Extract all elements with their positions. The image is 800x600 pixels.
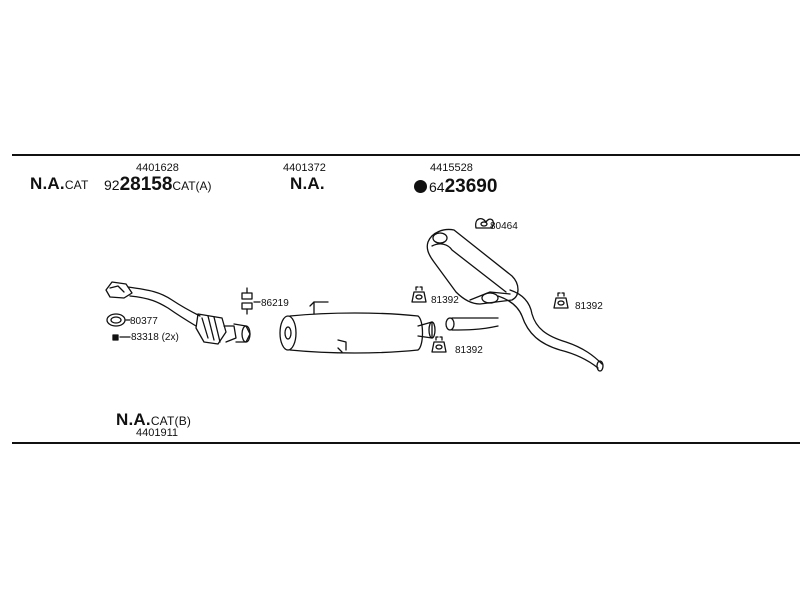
nut-icon — [112, 334, 131, 341]
label-na-cat: N.A.CAT — [30, 175, 89, 192]
clamp-icon — [241, 287, 261, 315]
callout-80377: 80377 — [130, 316, 158, 327]
part-number-4401372: 4401372 — [283, 162, 326, 174]
code-6423690: 6423690 — [414, 177, 497, 196]
callout-81392-b: 81392 — [575, 301, 603, 312]
label-cat: CAT — [64, 178, 89, 192]
hanger-ring-icon — [475, 217, 494, 229]
gasket-ring-icon — [106, 313, 131, 327]
callout-81392-c: 81392 — [455, 345, 483, 356]
alt-code-28158: 9228158CAT(A) — [104, 175, 212, 194]
bottom-rule — [12, 442, 800, 444]
intermediate-pipe — [445, 317, 499, 331]
alt-code-main: 28158 — [119, 174, 173, 195]
code-main: 23690 — [444, 176, 498, 197]
center-muffler — [279, 301, 436, 354]
label-catb: CAT(B) — [150, 414, 192, 428]
callout-83318: 83318 (2x) — [131, 332, 179, 343]
part-number-4415528: 4415528 — [430, 162, 473, 174]
label-na: N.A. — [30, 174, 65, 193]
front-pipe-catalyst — [105, 281, 251, 345]
callout-81392-a: 81392 — [431, 295, 459, 306]
rubber-hanger-icon — [411, 286, 427, 303]
label-na-catb: N.A.CAT(B) — [116, 411, 191, 428]
callout-80464: 80464 — [490, 221, 518, 232]
label-na-2: N.A. — [290, 174, 325, 193]
rubber-hanger-icon — [553, 292, 569, 309]
label-na-bottom: N.A. — [116, 410, 151, 429]
part-number-4401911: 4401911 — [136, 427, 179, 439]
code-prefix: 64 — [429, 179, 445, 195]
top-rule — [12, 154, 800, 156]
alt-code-suffix: CAT(A) — [172, 179, 212, 193]
bullet-dot-icon — [414, 180, 427, 193]
rear-silencer — [426, 228, 604, 372]
rubber-hanger-icon — [431, 336, 447, 353]
part-number-4401628: 4401628 — [136, 162, 179, 174]
callout-86219: 86219 — [261, 298, 289, 309]
alt-code-prefix: 92 — [104, 177, 120, 193]
